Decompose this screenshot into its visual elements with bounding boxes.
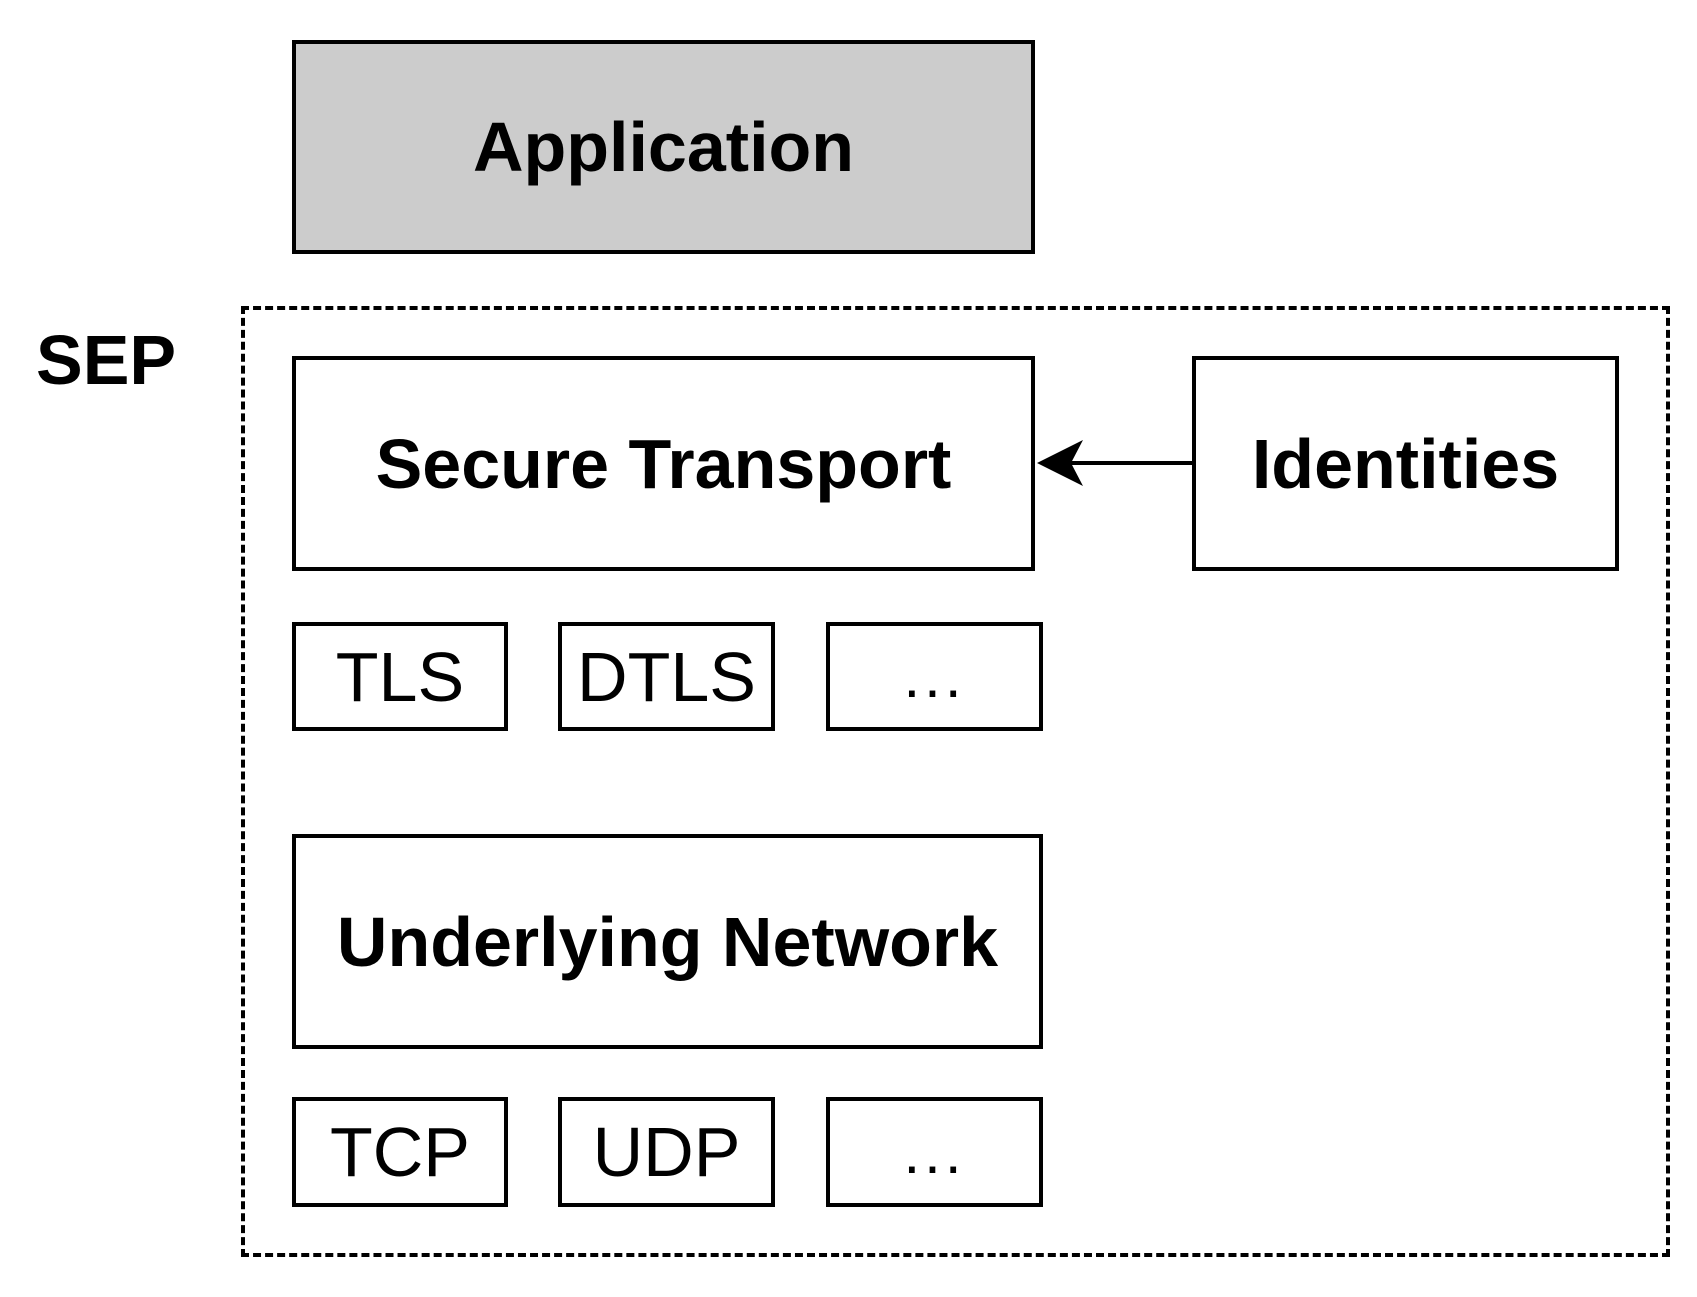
- application-layer-box: Application: [292, 40, 1035, 254]
- udp-protocol-box: UDP: [558, 1097, 775, 1207]
- application-label: Application: [472, 108, 855, 186]
- sep-boundary: [241, 306, 1670, 1257]
- underlying-network-label: Underlying Network: [336, 902, 999, 981]
- sep-label: SEP: [36, 321, 177, 399]
- tls-label: TLS: [335, 637, 465, 716]
- tcp-protocol-box: TCP: [292, 1097, 508, 1207]
- secure-transport-box: Secure Transport: [292, 356, 1035, 571]
- udp-label: UDP: [592, 1113, 741, 1191]
- identities-box: Identities: [1192, 356, 1619, 571]
- tcp-label: TCP: [330, 1113, 470, 1191]
- more-network-label: ...: [903, 1118, 966, 1186]
- more-network-protocols-box: ...: [826, 1097, 1043, 1207]
- secure-transport-label: Secure Transport: [375, 424, 952, 503]
- identities-label: Identities: [1251, 424, 1560, 503]
- tls-protocol-box: TLS: [292, 622, 508, 731]
- dtls-label: DTLS: [577, 637, 756, 716]
- more-security-protocols-box: ...: [826, 622, 1043, 731]
- dtls-protocol-box: DTLS: [558, 622, 775, 731]
- more-security-label: ...: [903, 643, 966, 710]
- underlying-network-box: Underlying Network: [292, 834, 1043, 1049]
